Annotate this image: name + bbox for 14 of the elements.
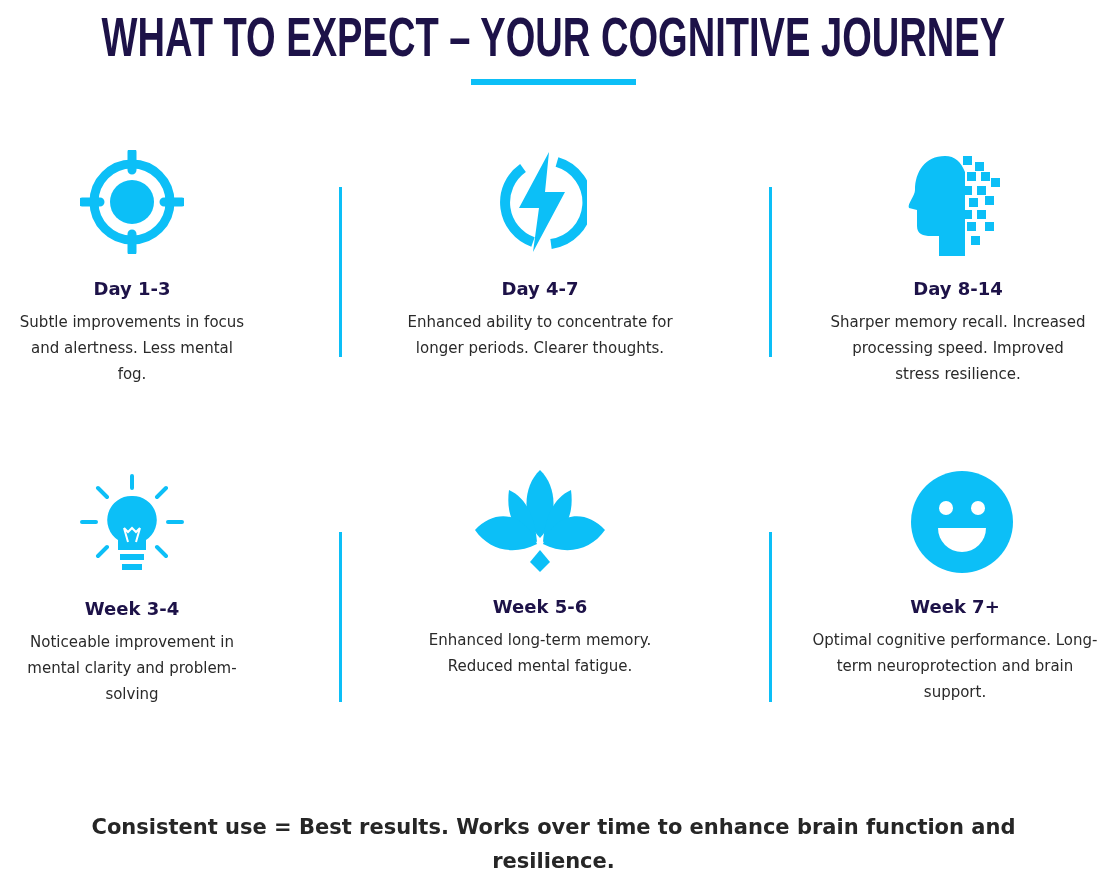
stage-heading: Week 5-6 bbox=[491, 596, 589, 617]
stage-description: Subtle improvements in focus and alertness. Less mental fog. bbox=[18, 312, 246, 385]
stage-heading: Day 8-14 bbox=[912, 278, 1004, 299]
title: WHAT TO EXPECT – YOUR COGNITIVE JOURNEY bbox=[101, 4, 1006, 69]
stage-heading: Day 1-3 bbox=[92, 278, 172, 299]
caption: Consistent use = Best results. Works over time to enhance brain function and resilience. bbox=[90, 814, 1017, 871]
stage-heading: Week 7+ bbox=[909, 596, 1001, 617]
stage-description: Noticeable improvement in mental clarity and problem-solving bbox=[26, 632, 238, 705]
stage-description: Enhanced ability to concentrate for longer periods. Clearer thoughts. bbox=[406, 312, 674, 359]
stage-description: Enhanced long-term memory. Reduced mental fatigue. bbox=[427, 630, 653, 677]
stage-heading: Day 4-7 bbox=[500, 278, 580, 299]
stage-heading: Week 3-4 bbox=[83, 598, 181, 619]
stage-description: Optimal cognitive performance. Long-term neuroprotection and brain support. bbox=[811, 630, 1099, 703]
stage-description: Sharper memory recall. Increased processing speed. Improved stress resilience. bbox=[829, 312, 1087, 385]
